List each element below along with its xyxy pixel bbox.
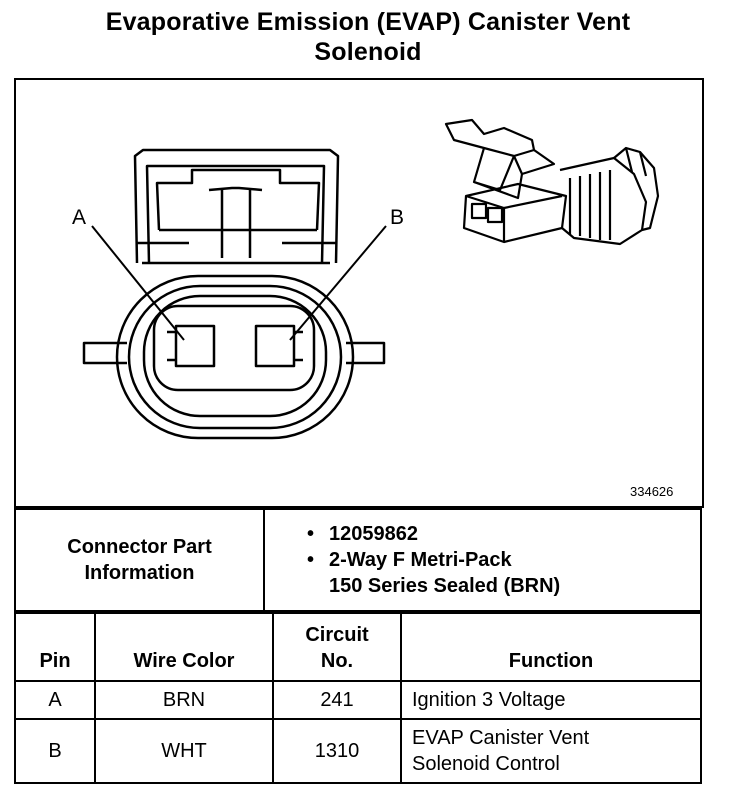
header-wire-color: Wire Color bbox=[94, 612, 274, 682]
terminal-b bbox=[254, 324, 296, 368]
row-pin: B bbox=[14, 718, 96, 784]
row-wire-color: BRN bbox=[94, 680, 274, 720]
header-pin: Pin bbox=[14, 612, 96, 682]
header-function: Function bbox=[400, 612, 702, 682]
page-title-line2: Solenoid bbox=[314, 38, 422, 66]
row-function-line2: Solenoid Control bbox=[412, 753, 560, 775]
connector-body-outer bbox=[115, 274, 355, 440]
pin-a-leader-line bbox=[91, 225, 185, 341]
connector-cavity bbox=[152, 304, 316, 392]
pin-a-label: A bbox=[72, 206, 87, 229]
connector-side-tab-left bbox=[82, 341, 127, 365]
connector-description-line1: 2-Way F Metri-Pack bbox=[329, 549, 512, 571]
pin-b-label: B bbox=[390, 206, 405, 229]
header-circuit-line1: Circuit bbox=[305, 624, 369, 646]
pin-table-header: Pin Wire Color Circuit No. Function bbox=[14, 612, 702, 682]
figure-number: 334626 bbox=[630, 484, 674, 499]
row-pin: A bbox=[14, 680, 96, 720]
connector-body-ring bbox=[127, 284, 343, 430]
pin-table: Pin Wire Color Circuit No. Function A BR… bbox=[14, 612, 702, 784]
row-circuit: 241 bbox=[272, 680, 402, 720]
terminal-a bbox=[174, 324, 216, 368]
connector-description-line2: 150 Series Sealed (BRN) bbox=[329, 575, 561, 597]
connector-3d-illustration bbox=[444, 118, 660, 246]
connector-info-label: Connector Part Information bbox=[14, 508, 265, 612]
row-circuit: 1310 bbox=[272, 718, 402, 784]
pin-b-leader-line bbox=[289, 225, 387, 341]
connector-latch bbox=[133, 148, 340, 265]
page-title-line1: Evaporative Emission (EVAP) Canister Ven… bbox=[105, 8, 631, 36]
row-function: EVAP Canister Vent Solenoid Control bbox=[400, 718, 702, 784]
row-wire-color: WHT bbox=[94, 718, 274, 784]
part-number: 12059862 bbox=[307, 521, 700, 547]
row-function-line1: EVAP Canister Vent bbox=[412, 727, 590, 749]
connector-diagram bbox=[82, 118, 660, 440]
header-circuit-line2: No. bbox=[320, 650, 354, 672]
connector-info-table: Connector Part Information 12059862 2-Wa… bbox=[14, 508, 702, 612]
connector-info-label-line1: Connector Part bbox=[67, 536, 212, 558]
row-function: Ignition 3 Voltage bbox=[400, 680, 702, 720]
connector-info-label-line2: Information bbox=[84, 562, 195, 584]
connector-body-inner bbox=[142, 294, 328, 418]
connector-side-tab-right bbox=[346, 341, 386, 365]
header-circuit: Circuit No. bbox=[272, 612, 402, 682]
connector-info-values: 12059862 2-Way F Metri-Pack 150 Series S… bbox=[263, 508, 702, 612]
diagram-frame bbox=[14, 78, 704, 508]
connector-description: 2-Way F Metri-Pack 150 Series Sealed (BR… bbox=[307, 547, 700, 599]
table-row: A BRN 241 Ignition 3 Voltage bbox=[14, 680, 702, 720]
table-row: B WHT 1310 EVAP Canister Vent Solenoid C… bbox=[14, 718, 702, 784]
